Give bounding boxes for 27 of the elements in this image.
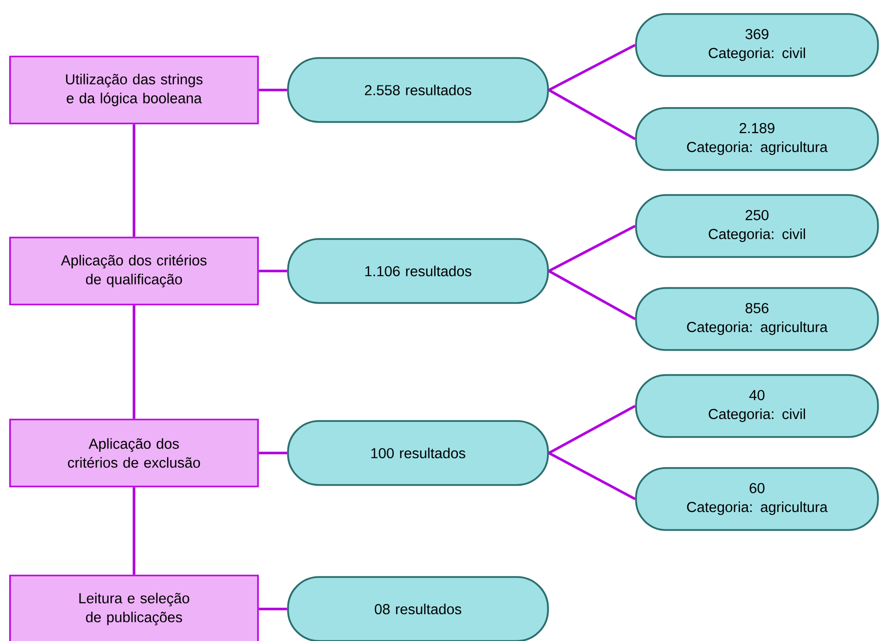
connector-line — [548, 404, 636, 454]
category-pill: 40 Categoria: civil — [635, 374, 879, 438]
step-box: Leitura e seleção de publicações — [9, 574, 259, 641]
step-box: Aplicação dos critérios de exclusão — [9, 418, 259, 488]
result-pill: 2.558 resultados — [287, 57, 549, 123]
result-pill: 08 resultados — [287, 576, 549, 641]
category-pill: 369 Categoria: civil — [635, 13, 879, 77]
category-pill: 856 Categoria: agricultura — [635, 287, 879, 351]
connector-line — [258, 270, 288, 272]
connector-line — [258, 452, 288, 454]
category-pill: 60 Categoria: agricultura — [635, 467, 879, 531]
connector-line — [258, 608, 288, 610]
connector-line — [132, 487, 136, 575]
category-pill: 2.189 Categoria: agricultura — [635, 107, 879, 171]
step-box: Aplicação dos critérios de qualificação — [9, 236, 259, 306]
connector-line — [548, 452, 636, 500]
connector-line — [258, 88, 288, 92]
result-pill: 1.106 resultados — [287, 238, 549, 304]
connector-line — [132, 305, 136, 419]
connector-line — [548, 88, 636, 140]
result-pill: 100 resultados — [287, 420, 549, 486]
step-box: Utilização das strings e da lógica booleana — [9, 56, 259, 124]
connector-line — [548, 270, 636, 320]
connector-line — [548, 224, 636, 272]
connector-line — [548, 44, 636, 92]
category-pill: 250 Categoria: civil — [635, 194, 879, 258]
connector-line — [132, 124, 136, 237]
